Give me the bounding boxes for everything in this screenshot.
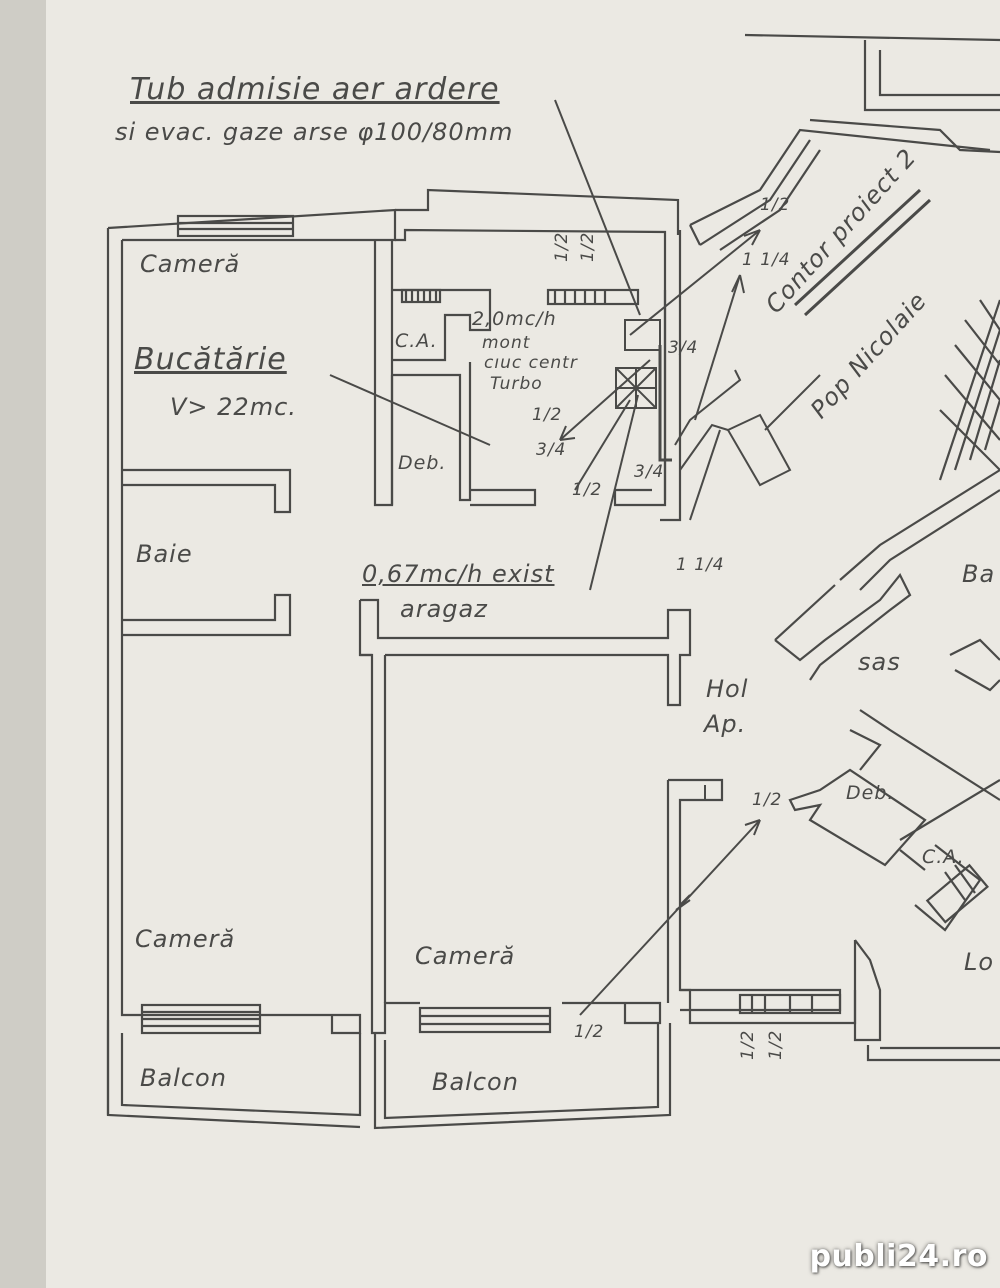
label-ap: Ap. <box>704 710 747 738</box>
leader-aragaz <box>589 394 639 591</box>
balcony-left <box>106 1020 362 1129</box>
wall-bottom-left <box>120 1000 362 1035</box>
label-aragaz-1: 0,67mc/h exist <box>362 560 555 588</box>
gas-meter <box>726 413 792 487</box>
window-top <box>176 214 295 238</box>
pipe-label: 1/2 <box>552 231 572 262</box>
label-balcon-left: Balcon <box>140 1064 227 1092</box>
wall-bath-bottom <box>122 593 292 637</box>
label-flow-2: mont <box>482 333 531 353</box>
label-hol: Hol <box>706 675 749 703</box>
label-deb-top: Deb. <box>398 452 447 474</box>
stair-hatch <box>938 299 1000 481</box>
gas-installation <box>329 99 821 1016</box>
wall-bottom-mid <box>370 1001 662 1035</box>
pipe-label: 1 1/4 <box>742 250 791 270</box>
pipe-label: 1/2 <box>760 195 791 215</box>
pipe-label: 1/2 <box>738 1029 758 1060</box>
paper-sheet <box>46 0 1000 1288</box>
wall-kitchen-east <box>613 230 682 522</box>
label-flow-1: 2,0mc/h <box>472 308 557 330</box>
label-ca-right: C.A. <box>922 846 965 868</box>
pipe-label: 3/4 <box>536 440 567 460</box>
label-sas: sas <box>858 648 901 676</box>
wall-camera-top-bottom <box>122 468 292 514</box>
label-deb-right: Deb. <box>846 782 895 804</box>
label-balcon-mid: Balcon <box>432 1068 519 1096</box>
label-ca-top: C.A. <box>395 330 438 352</box>
label-camera-bottom-left: Cameră <box>135 925 236 953</box>
wall-ca-right <box>849 709 1000 932</box>
wall-deb-closet <box>390 362 472 505</box>
wall-kitchen-right <box>373 240 394 507</box>
label-camera-top: Cameră <box>140 250 241 278</box>
binding-edge <box>0 0 46 1288</box>
leader-tub <box>554 99 641 316</box>
pipe-label: 1/2 <box>766 1029 786 1060</box>
wall-deb-right <box>788 768 927 867</box>
window-kitchen <box>546 288 640 306</box>
outer-wall-top-left <box>107 208 397 242</box>
pipe-label: 1/2 <box>578 231 598 262</box>
pipe-label: 3/4 <box>634 462 665 482</box>
label-tub-line2: si evac. gaze arse φ100/80mm <box>115 118 514 146</box>
pipe-label: 1/2 <box>532 405 563 425</box>
pipe-label: 1 1/4 <box>676 555 725 575</box>
pipe-arrow-1 <box>694 274 741 421</box>
label-aragaz-2: aragaz <box>400 595 488 623</box>
window-bottom-mid <box>418 1006 552 1034</box>
wall-top-right <box>689 33 1000 251</box>
pipe-label: 1/2 <box>572 480 603 500</box>
watermark-publi24: publi24.ro <box>809 1239 988 1274</box>
pipe-arrow-3 <box>689 429 721 521</box>
pipe-label: 1/2 <box>574 1022 605 1042</box>
pipe-diagonal-b <box>559 359 651 441</box>
label-lo-partial: Lo <box>964 948 995 976</box>
label-tub-line1: Tub admisie aer ardere <box>130 72 500 107</box>
label-camera-bottom-mid: Cameră <box>415 942 516 970</box>
pipe-arrow-2 <box>574 399 631 491</box>
pipe-hall <box>579 819 761 1016</box>
label-flow-3: cıuc centr <box>484 353 578 373</box>
leader-contor <box>764 374 821 431</box>
pipe-label: 1/2 <box>752 790 783 810</box>
walls <box>106 33 1000 1130</box>
balcony-mid <box>373 1023 672 1130</box>
pipe-diagonal-a <box>629 229 761 336</box>
wall-ca-closet <box>392 288 492 362</box>
label-flow-4: Turbo <box>490 374 543 394</box>
pipe-label: 3/4 <box>668 338 699 358</box>
leader-bucatarie <box>329 374 491 446</box>
wall-sas <box>774 469 1000 681</box>
label-bucatarie: Bucătărie <box>134 342 287 377</box>
label-baie: Baie <box>136 540 193 568</box>
label-volume: V> 22mc. <box>170 393 297 421</box>
label-ba-partial: Ba <box>962 560 996 588</box>
